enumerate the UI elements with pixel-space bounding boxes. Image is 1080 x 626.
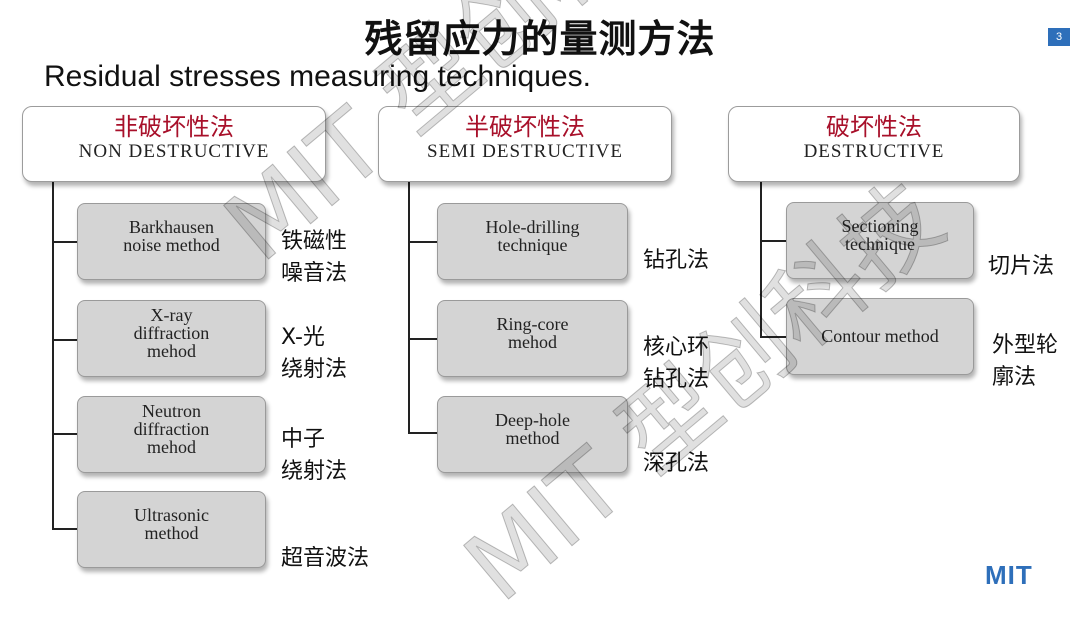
- company-logo: MIT: [985, 560, 1033, 590]
- method-box-barkhausen: Barkhausen noise method: [77, 203, 266, 280]
- method-label-en: Contour method: [821, 325, 939, 346]
- category-label-en: DESTRUCTIVE: [803, 141, 945, 162]
- method-label-cn: 外型轮 廓法: [992, 333, 1059, 390]
- method-box-hole-drilling: Hole-drilling technique: [437, 203, 628, 280]
- page-number-badge: 3: [1048, 28, 1070, 46]
- method-label-cn: 深孔法: [643, 451, 710, 476]
- method-box-sectioning: Sectioning technique: [786, 202, 974, 279]
- method-label-cn: X-光 绕射法: [281, 325, 348, 382]
- method-label-cn: 钻孔法: [643, 248, 710, 273]
- tree-branch: [760, 336, 788, 338]
- tree-branch: [408, 241, 438, 243]
- category-label-cn: 非破坏性法: [114, 113, 234, 141]
- method-label-cn: 切片法: [988, 254, 1055, 279]
- method-box-ring-core: Ring-core mehod: [437, 300, 628, 377]
- tree-branch: [52, 339, 78, 341]
- tree-branch: [408, 338, 438, 340]
- method-label-cn: 铁磁性 噪音法: [281, 229, 348, 286]
- slide-title-english: Residual stresses measuring techniques.: [44, 60, 591, 93]
- method-box-x-ray: X-ray diffraction mehod: [77, 300, 266, 377]
- method-label-en: Sectioning technique: [841, 215, 919, 254]
- category-label-en: SEMI DESTRUCTIVE: [427, 141, 623, 162]
- method-box-ultrasonic: Ultrasonic method: [77, 491, 266, 568]
- tree-branch: [52, 528, 78, 530]
- tree-trunk-non-destructive: [52, 181, 54, 529]
- slide-title-chinese: 残留应力的量测方法: [364, 17, 716, 61]
- method-label-cn: 超音波法: [281, 546, 370, 571]
- method-label-en: Barkhausen noise method: [123, 216, 220, 255]
- category-label-cn: 半破坏性法: [465, 113, 585, 141]
- category-non-destructive: 非破坏性法 NON DESTRUCTIVE: [22, 106, 326, 182]
- category-destructive: 破坏性法 DESTRUCTIVE: [728, 106, 1020, 182]
- tree-branch: [52, 241, 78, 243]
- tree-trunk-destructive: [760, 181, 762, 338]
- tree-branch: [52, 433, 78, 435]
- method-label-cn: 中子 绕射法: [281, 427, 348, 484]
- tree-branch: [760, 240, 788, 242]
- method-label-cn: 核心环 钻孔法: [643, 335, 710, 392]
- tree-trunk-semi-destructive: [408, 181, 410, 434]
- method-label-en: Deep-hole method: [495, 409, 570, 448]
- method-label-en: X-ray diffraction mehod: [133, 304, 210, 361]
- method-label-en: Neutron diffraction mehod: [133, 400, 210, 457]
- method-box-neutron: Neutron diffraction mehod: [77, 396, 266, 473]
- method-box-deep-hole: Deep-hole method: [437, 396, 628, 473]
- method-box-contour: Contour method: [786, 298, 974, 375]
- method-label-en: Ultrasonic method: [134, 504, 209, 543]
- method-label-en: Hole-drilling technique: [485, 216, 580, 255]
- category-label-en: NON DESTRUCTIVE: [78, 141, 270, 162]
- category-label-cn: 破坏性法: [826, 113, 922, 141]
- tree-branch: [408, 432, 438, 434]
- method-label-en: Ring-core mehod: [496, 313, 569, 352]
- category-semi-destructive: 半破坏性法 SEMI DESTRUCTIVE: [378, 106, 672, 182]
